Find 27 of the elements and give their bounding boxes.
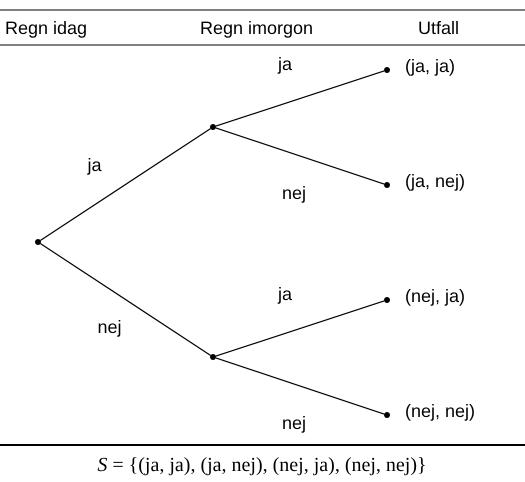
dot (384, 297, 390, 303)
dot (35, 239, 41, 245)
edge-label: nej (282, 414, 306, 432)
outcome-label: (ja, ja) (405, 57, 456, 75)
dot (384, 67, 390, 73)
column-heading: Regn idag (5, 19, 88, 37)
outcome-label: (nej, ja) (405, 287, 466, 305)
edge-label: ja (88, 156, 102, 174)
dot (384, 412, 390, 418)
edge-label: ja (278, 54, 292, 72)
sample-space-formula: S = {(ja, ja), (ja, nej), (nej, ja), (nej, nej)} (97, 455, 427, 475)
tree-branch (216, 300, 384, 357)
tree-branch (216, 357, 384, 415)
dot (210, 124, 216, 130)
edge-label: nej (98, 318, 122, 336)
tree-branch (40, 243, 211, 356)
tree-branch (40, 128, 211, 241)
column-heading: Utfall (418, 19, 460, 37)
dot (384, 182, 390, 188)
outcome-label: (ja, nej) (405, 172, 466, 190)
outcome-label: (nej, nej) (405, 402, 476, 420)
dot (210, 354, 216, 360)
edge-label: nej (282, 184, 306, 202)
edge-label: ja (278, 284, 292, 302)
column-heading: Regn imorgon (200, 19, 314, 37)
tree-branch (216, 70, 384, 127)
tree-branch (216, 127, 384, 185)
